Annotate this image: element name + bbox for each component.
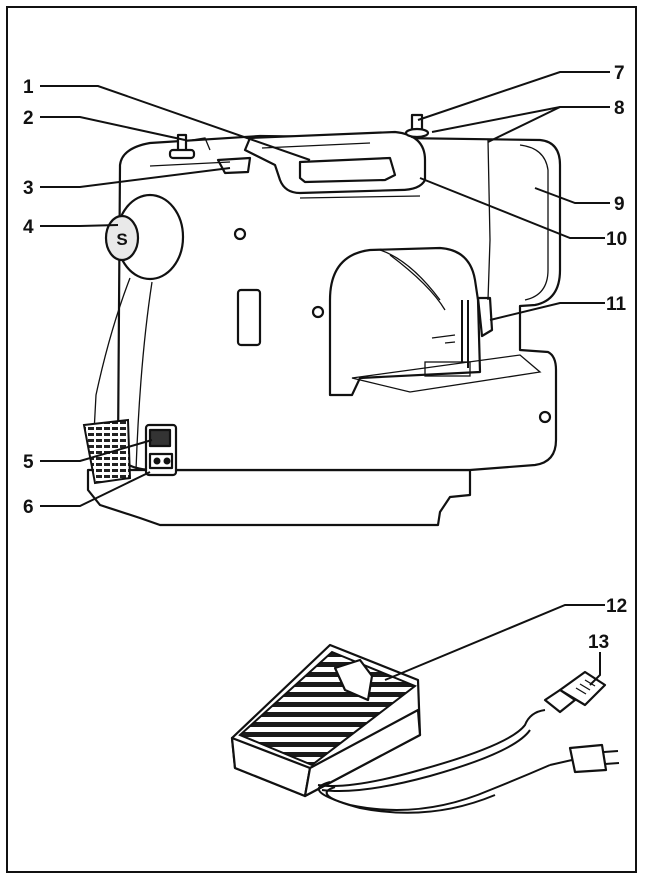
callout-5: 5: [23, 452, 34, 473]
callout-8: 8: [614, 98, 625, 119]
spool-pin-right: [404, 113, 430, 139]
stitch-selector-window: [236, 288, 262, 347]
brand-logo-letter: S: [116, 230, 127, 249]
leader-lines: [40, 71, 610, 686]
machine-throat: [328, 246, 482, 397]
handwheel: S: [104, 193, 185, 281]
callout-10: 10: [606, 229, 627, 250]
callout-7: 7: [614, 63, 625, 84]
callout-4: 4: [23, 217, 34, 238]
vent-grille: [82, 418, 132, 485]
diagram-frame: [6, 6, 637, 873]
power-panel: [144, 423, 178, 477]
callout-13: 13: [588, 632, 609, 653]
sewing-machine: S: [82, 113, 562, 527]
machine-base: [86, 468, 472, 527]
callout-9: 9: [614, 194, 625, 215]
callout-2: 2: [23, 108, 34, 129]
callout-12: 12: [606, 596, 627, 617]
callout-6: 6: [23, 497, 34, 518]
foot-controller: [230, 643, 620, 814]
callout-11: 11: [606, 294, 627, 315]
spool-pin-left: [168, 133, 196, 160]
power-plug: [549, 743, 620, 774]
callout-1: 1: [23, 77, 34, 98]
callout-3: 3: [23, 178, 34, 199]
callout-labels: 1 2 3 4 5 6 7 8 9 10 11 12 13: [23, 63, 627, 653]
